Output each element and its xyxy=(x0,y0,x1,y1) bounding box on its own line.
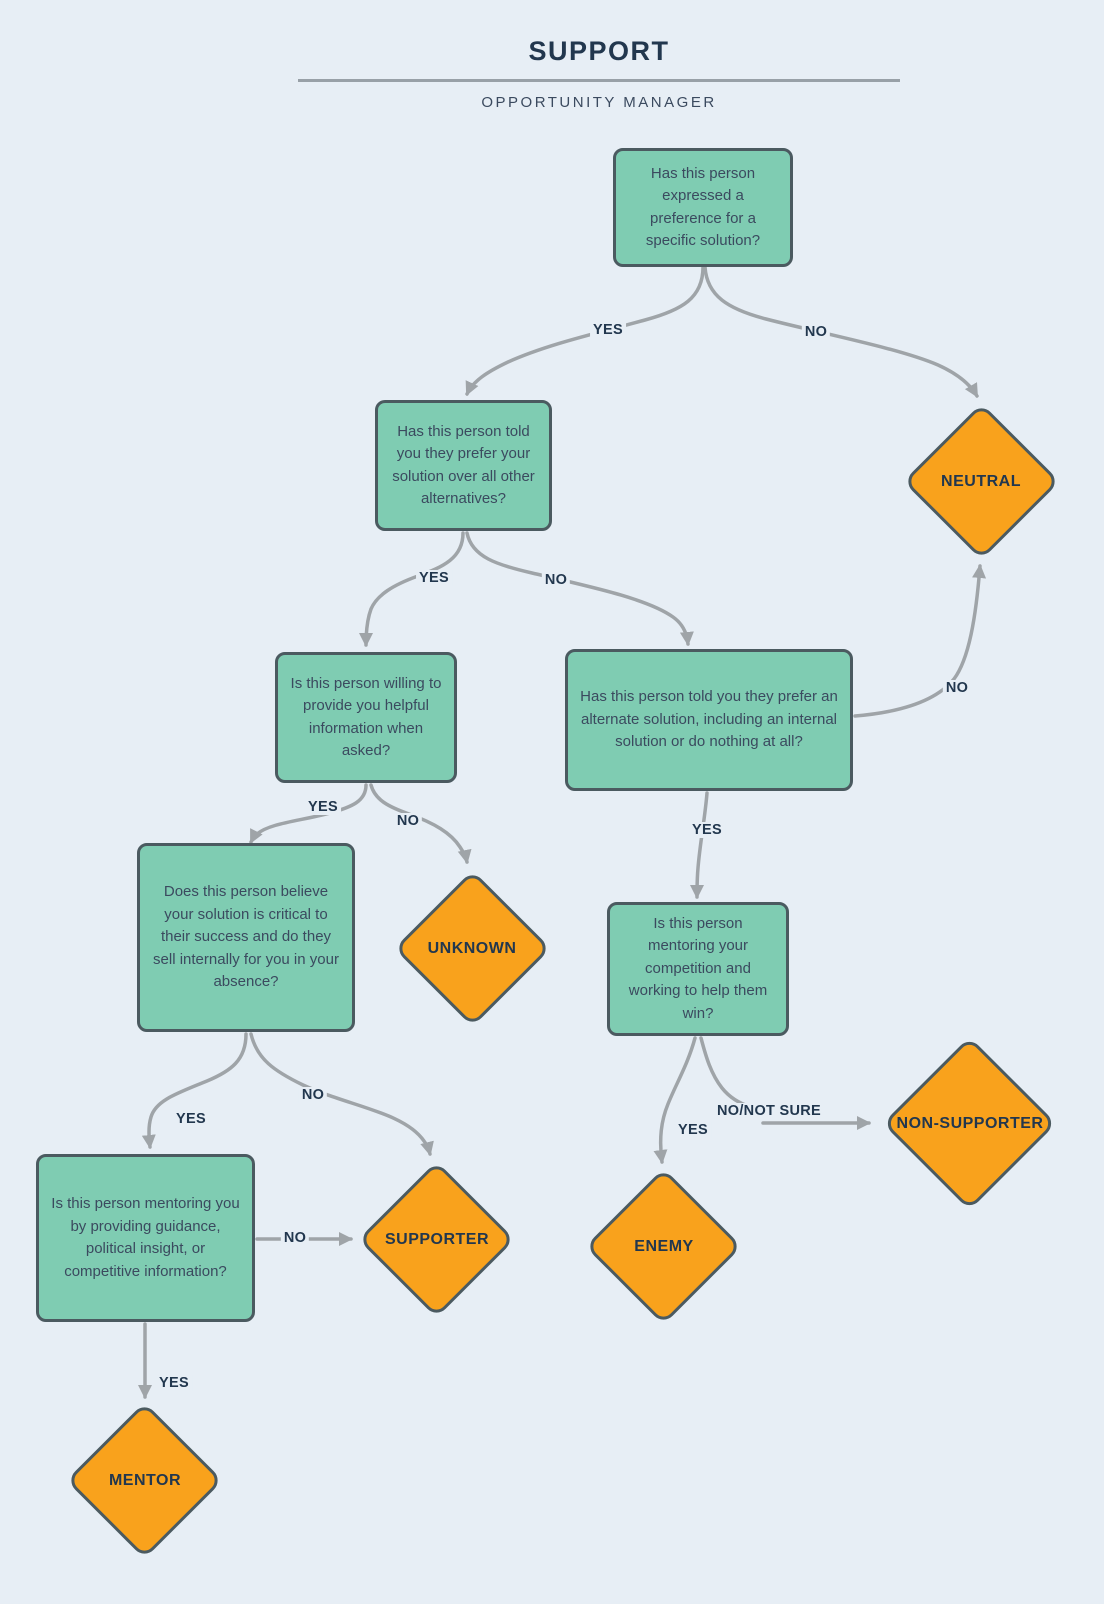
edge-label-yes-prefer-yours: YES xyxy=(416,570,452,586)
edge-prefer-yours-yes xyxy=(359,531,465,647)
question-text: Is this person mentoring your competitio… xyxy=(628,914,768,1022)
edge-label-yes-willing: YES xyxy=(305,799,341,815)
edge-alternate-no xyxy=(853,564,987,718)
edge-label-no-critical: NO xyxy=(298,1087,328,1103)
question-node-mentoring-competition: Is this person mentoring your competitio… xyxy=(607,902,789,1036)
outcome-label-non-supporter: NON-SUPPORTER xyxy=(896,1115,1044,1132)
question-node-preference: Has this person expressed a preference f… xyxy=(613,148,793,267)
edge-critical-no xyxy=(249,1032,434,1156)
question-node-mentoring-you: Is this person mentoring you by providin… xyxy=(36,1154,255,1322)
edge-label-no-mentoring-you: NO xyxy=(280,1230,310,1246)
diagram-header: SUPPORT OPPORTUNITY MANAGER xyxy=(298,36,900,111)
edge-label-yes-competition: YES xyxy=(675,1122,711,1138)
question-node-willing-info: Is this person willing to provide you he… xyxy=(275,652,457,783)
edge-label-yes-critical: YES xyxy=(173,1111,209,1127)
edge-label-no-willing: NO xyxy=(393,813,423,829)
page-subtitle: OPPORTUNITY MANAGER xyxy=(481,94,717,111)
question-node-prefer-yours: Has this person told you they prefer you… xyxy=(375,400,552,531)
outcome-label-unknown: UNKNOWN xyxy=(427,940,517,957)
edge-label-yes-preference: YES xyxy=(590,322,626,338)
edge-competition-yes xyxy=(653,1036,697,1164)
edge-label-no-prefer-yours: NO xyxy=(541,572,571,588)
question-text: Is this person willing to provide you he… xyxy=(290,674,442,760)
edge-label-yes-mentoring-you: YES xyxy=(156,1375,192,1391)
question-text: Has this person told you they prefer an … xyxy=(580,688,838,751)
edge-willing-no xyxy=(369,783,472,864)
question-node-prefer-alternate: Has this person told you they prefer an … xyxy=(565,649,853,791)
edge-label-no-preference: NO xyxy=(801,324,831,340)
edge-preference-yes xyxy=(465,265,705,396)
outcome-label-enemy: ENEMY xyxy=(634,1238,694,1255)
outcome-label-mentor: MENTOR xyxy=(108,1472,182,1489)
edge-competition-no-stem xyxy=(699,1036,753,1109)
question-node-critical-success: Does this person believe your solution i… xyxy=(137,843,355,1032)
edge-preference-no xyxy=(703,265,979,398)
page-title: SUPPORT xyxy=(528,36,670,66)
header-divider xyxy=(298,79,900,82)
edge-prefer-yours-no xyxy=(465,531,694,646)
edge-critical-yes xyxy=(141,1032,248,1149)
outcome-label-supporter: SUPPORTER xyxy=(384,1231,490,1248)
edge-label-yes-alternate: YES xyxy=(689,822,725,838)
edge-alternate-yes xyxy=(690,791,709,899)
question-text: Has this person told you they prefer you… xyxy=(392,422,535,508)
edge-label-no-not-sure-competition: NO/NOT SURE xyxy=(714,1103,824,1119)
edge-label-no-alternate: NO xyxy=(942,680,972,696)
question-text: Has this person expressed a preference f… xyxy=(645,164,761,250)
edge-willing-yes xyxy=(249,783,368,844)
outcome-label-neutral: NEUTRAL xyxy=(941,473,1021,490)
question-text: Does this person believe your solution i… xyxy=(153,883,339,991)
question-text: Is this person mentoring you by providin… xyxy=(51,1195,240,1280)
